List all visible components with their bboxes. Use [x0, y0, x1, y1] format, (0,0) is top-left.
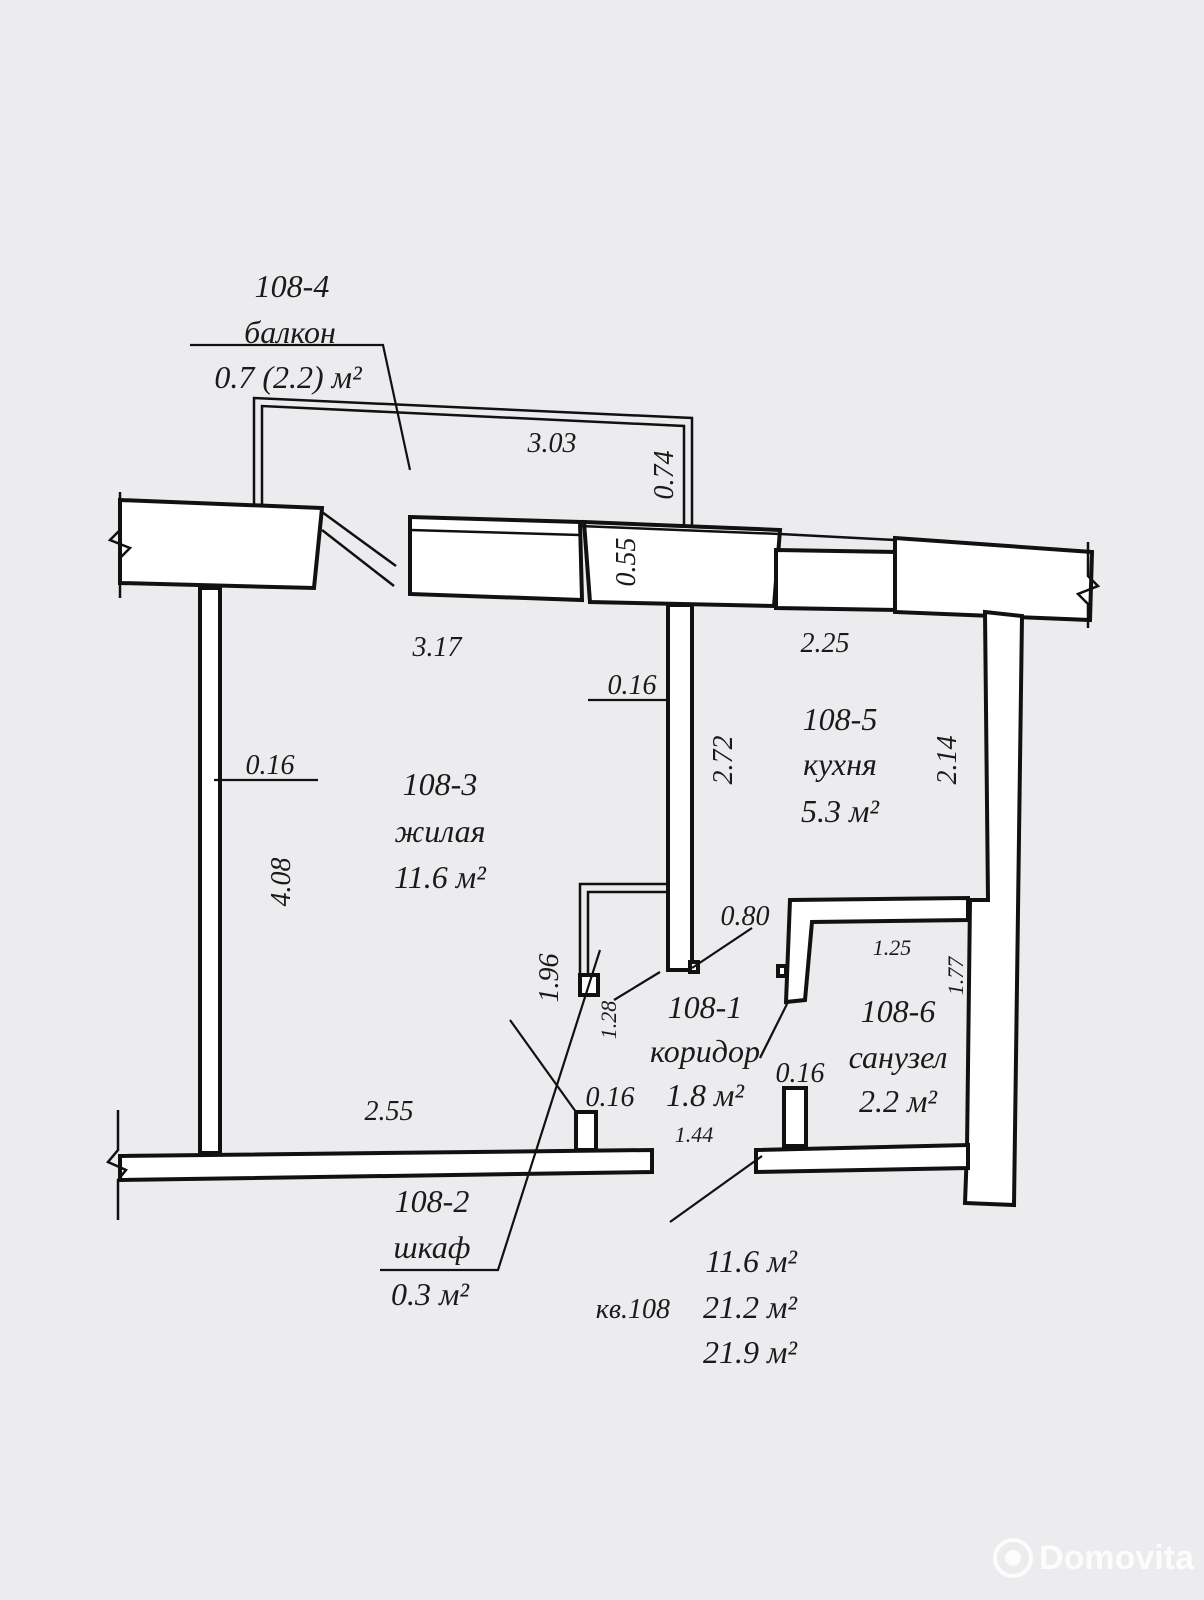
dim-corridor-length: 1.44 [675, 1122, 714, 1147]
dim-wall-thickness: 0.55 [611, 538, 642, 587]
total-living-area: 11.6 м² [705, 1243, 798, 1279]
kitchen-area: 5.3 м² [801, 793, 880, 829]
living-name: жилая [395, 813, 486, 849]
leader-corridor-door [691, 927, 753, 969]
partition-wall [666, 603, 694, 972]
dim-living-width-top: 3.17 [412, 632, 463, 663]
corridor-id: 108-1 [668, 989, 743, 1025]
dim-living-depth: 4.08 [266, 858, 297, 907]
dim-kitchen-depth-right: 2.14 [932, 736, 963, 785]
break-mark-bottom [105, 1110, 128, 1220]
right-wall [962, 609, 1025, 1208]
total-area: 21.2 м² [703, 1289, 798, 1325]
closet-outline [578, 882, 668, 978]
exterior-wall-window [774, 547, 902, 613]
dim-bath-width: 1.25 [873, 935, 912, 960]
bathroom-area: 2.2 м² [859, 1083, 938, 1119]
dim-partition-left: 0.16 [246, 750, 295, 781]
bath-door-marker [776, 964, 788, 978]
balcony-outline [252, 396, 694, 526]
dim-living-width-bottom: 2.55 [365, 1096, 414, 1127]
dim-balcony-depth: 0.74 [649, 451, 680, 500]
kitchen-id: 108-5 [803, 701, 878, 737]
bathroom-name: санузел [849, 1039, 948, 1075]
kitchen-name: кухня [803, 746, 877, 782]
break-mark-left [107, 492, 133, 598]
dim-closet-wall: 0.16 [586, 1082, 635, 1113]
leader-closet-area [380, 949, 602, 1272]
leader-balcony [190, 343, 412, 471]
corridor-name: коридор [650, 1033, 760, 1069]
closet-name: шкаф [393, 1229, 470, 1265]
balcony-name: балкон [244, 314, 336, 350]
leader-closet [509, 1019, 577, 1113]
dim-balcony-width: 3.03 [527, 428, 577, 459]
dim-corridor-door: 0.80 [721, 901, 770, 932]
closet-area: 0.3 м² [391, 1276, 470, 1312]
balcony-door [321, 510, 397, 587]
dim-bath-depth: 1.77 [943, 956, 968, 996]
dim-kitchen-width: 2.25 [801, 628, 850, 659]
balcony-area: 0.7 (2.2) м² [214, 359, 363, 395]
domovita-logo-icon [993, 1538, 1034, 1578]
leader-corridor-width [613, 971, 661, 1001]
living-id: 108-3 [403, 766, 478, 802]
leader-bath-wall [759, 1001, 789, 1059]
dim-kitchen-depth-left: 2.72 [708, 736, 739, 785]
closet-id: 108-2 [395, 1183, 470, 1219]
exterior-wall-left [118, 497, 325, 591]
bottom-wall [118, 1147, 654, 1183]
bottom-wall-right [754, 1142, 970, 1175]
watermark-text: Domovita [1039, 1538, 1194, 1577]
apartment-label: кв.108 [596, 1294, 670, 1325]
balcony-id: 108-4 [255, 268, 330, 304]
dim-partition-top: 0.16 [608, 670, 657, 701]
watermark: Domovita [993, 1538, 1194, 1578]
total-with-balcony: 21.9 м² [703, 1334, 798, 1370]
corridor-area: 1.8 м² [666, 1077, 745, 1113]
bathroom-door-jamb [782, 1086, 808, 1148]
break-mark-right [1075, 542, 1101, 628]
living-area: 11.6 м² [394, 859, 487, 895]
exterior-wall-middle [408, 514, 585, 603]
bathroom-id: 108-6 [861, 993, 936, 1029]
leader-totals [669, 1155, 763, 1223]
window-lines [409, 524, 896, 542]
dim-closet-depth: 1.96 [534, 954, 565, 1003]
dim-bath-wall: 0.16 [776, 1058, 825, 1089]
closet-door-jamb [574, 1110, 598, 1152]
dim-corridor-width: 1.28 [596, 1001, 621, 1040]
bathroom-wall [783, 895, 970, 1005]
exterior-wall-right [893, 535, 1095, 623]
left-wall [198, 586, 222, 1155]
